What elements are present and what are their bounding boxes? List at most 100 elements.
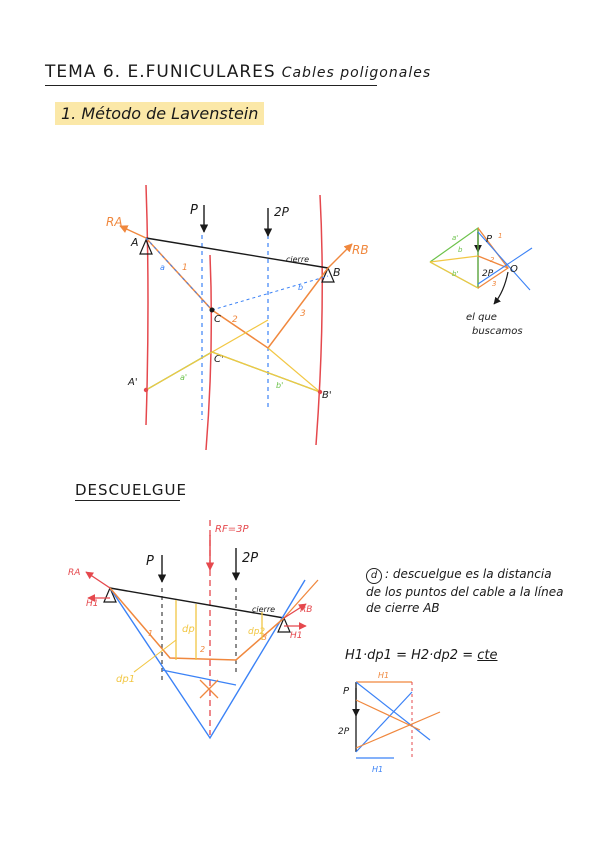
support-a — [139, 238, 153, 255]
yellow-line-2 — [211, 351, 321, 393]
desc-reaction-ra — [85, 571, 111, 589]
small-blue-2 — [355, 691, 413, 753]
label-p: P — [190, 203, 198, 218]
page-title: TEMA 6. E.FUNICULARES Cables poligonales — [45, 62, 431, 82]
red-line-a — [145, 184, 149, 426]
desc-closing-line — [109, 587, 285, 619]
polygon-blue-1 — [477, 231, 531, 291]
blue-help-a — [145, 237, 213, 311]
desc-label-dp2: dp2 — [248, 627, 265, 637]
label-2p: 2P — [274, 205, 290, 219]
section2-underline — [75, 500, 180, 501]
green-funicular — [145, 351, 321, 393]
poly-label-b: b — [458, 246, 463, 254]
polygon-yellow-1 — [429, 255, 479, 263]
desc-label-cierre: cierre — [252, 605, 275, 614]
polygon-blue-2 — [477, 247, 533, 285]
desc-dp1-pointer — [133, 639, 177, 673]
label-a-small: a — [160, 263, 165, 272]
diagram-lavenstein: P 2P cierre A B RA RB 1 2 3 a b C C' a' — [106, 184, 369, 451]
poly-label-2p: 2P — [482, 269, 494, 279]
title-main: TEMA 6. E.FUNICULARES — [45, 62, 276, 82]
note-text: : descuelgue es la distancia de los punt… — [366, 567, 564, 615]
poly-label-2: 2 — [490, 256, 495, 264]
label-a: A — [130, 236, 139, 249]
desc-label-p: P — [146, 554, 154, 569]
reaction-rb — [327, 243, 353, 269]
label-aprime: a' — [180, 373, 187, 382]
desc-label-ra: RA — [68, 568, 80, 578]
label-rf: RF=3P — [215, 524, 249, 535]
equation-lhs: H1·dp1 = H2·dp2 = — [345, 648, 478, 663]
closing-line — [145, 237, 329, 269]
support-b — [321, 266, 335, 283]
desc-label-rb: RB — [300, 605, 312, 615]
diagram-force-polygon: P 2P O 1 2 3 b a' b' el que buscamos — [429, 226, 533, 337]
label-b-small: b — [298, 283, 303, 292]
small-label-h1-top: H1 — [378, 671, 389, 680]
diagram-descuelgue: RF=3P P 2P cierre 1 2 3 dp dp2 dp1 — [68, 520, 319, 740]
diagram-small-polygon: P 2P H1 H1 — [338, 671, 441, 774]
label-n2: 2 — [232, 315, 238, 325]
desc-support-b — [277, 616, 291, 633]
label-n1: 1 — [182, 263, 188, 273]
small-label-h1-bottom: H1 — [372, 765, 383, 774]
desc-reaction-rb — [283, 603, 307, 619]
note-marker: d — [366, 568, 382, 584]
label-c: C — [214, 314, 221, 325]
desc-funicular-orange — [109, 587, 285, 661]
poly-label-1: 1 — [498, 232, 502, 240]
label-bprime: b' — [276, 381, 283, 390]
yellow-line-1 — [145, 319, 269, 391]
desc-label-h1b: H1 — [290, 631, 303, 641]
small-blue-1 — [355, 681, 431, 741]
small-orange-1 — [355, 699, 421, 731]
red-line-c — [205, 254, 213, 451]
equation-rhs: cte — [477, 648, 498, 663]
desc-blue-chord — [161, 669, 237, 686]
small-label-p: P — [343, 686, 350, 697]
desc-support-a — [103, 586, 117, 603]
poly-label-3: 3 — [492, 280, 496, 288]
section2-heading: DESCUELGUE — [75, 481, 187, 499]
label-cprime: C' — [214, 354, 224, 365]
descuelgue-note: d: descuelgue es la distancia de los pun… — [366, 566, 566, 616]
note-line2: buscamos — [472, 326, 523, 337]
label-Aprime: A' — [127, 377, 138, 388]
reaction-ra — [119, 225, 147, 239]
note-arrow — [493, 271, 509, 305]
desc-orange-ext — [283, 579, 319, 619]
polygon-orange-mid — [477, 255, 509, 269]
desc-label-2p: 2P — [242, 551, 258, 566]
desc-cross-mark — [199, 679, 219, 699]
equation: H1·dp1 = H2·dp2 = cte — [345, 648, 497, 663]
label-rb: RB — [352, 243, 369, 257]
label-cierre: cierre — [286, 255, 309, 264]
title-underline — [45, 85, 377, 86]
poly-label-o: O — [510, 264, 518, 275]
section1-heading: 1. Método de Lavenstein — [55, 102, 265, 125]
polygon-yellow-2 — [429, 261, 479, 289]
desc-label-dp1: dp1 — [116, 674, 135, 685]
label-Bprime: B' — [322, 390, 332, 401]
point-aprime — [143, 387, 149, 393]
desc-label-3: 3 — [262, 633, 267, 642]
point-c — [209, 307, 215, 313]
poly-label-aprime: a' — [452, 234, 458, 242]
desc-label-2: 2 — [200, 645, 205, 654]
point-bprime — [317, 389, 323, 395]
note-line1: el que — [466, 312, 497, 323]
poly-label-p: P — [486, 234, 493, 245]
label-b: B — [333, 266, 341, 279]
blue-help-b — [211, 275, 329, 311]
small-label-2p: 2P — [338, 727, 350, 737]
label-n3: 3 — [300, 309, 306, 319]
red-line-b — [315, 194, 323, 446]
title-subtitle: Cables poligonales — [281, 65, 432, 81]
desc-label-dp: dp — [182, 624, 195, 635]
desc-blue-v — [109, 579, 306, 740]
desc-label-h1: H1 — [86, 599, 99, 609]
desc-label-1: 1 — [148, 629, 153, 638]
small-orange-2 — [355, 711, 441, 749]
